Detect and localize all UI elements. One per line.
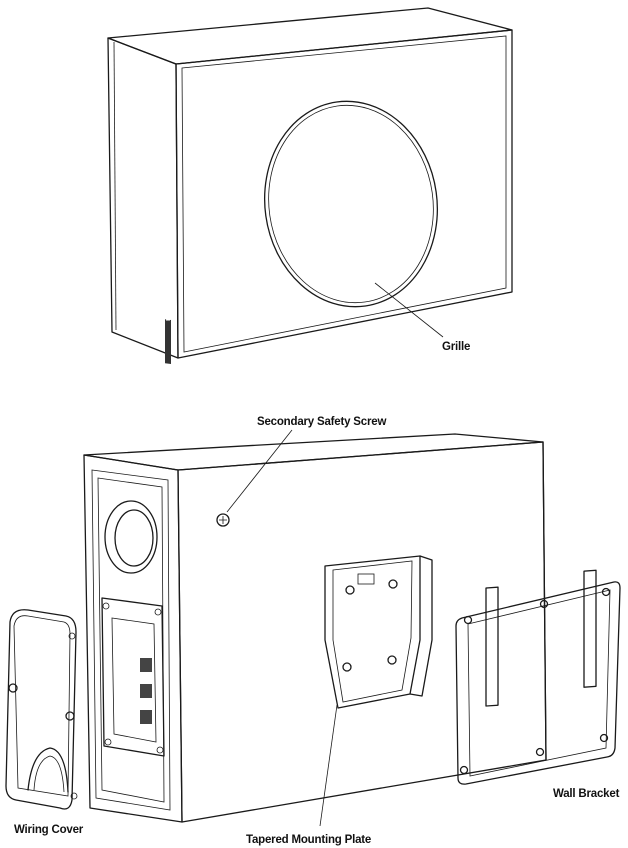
terminal-panel-inner	[111, 617, 157, 743]
terminal-screw	[154, 608, 162, 616]
rear-speaker-front-bezel-inner	[97, 477, 165, 803]
rear-speaker-front-face	[83, 454, 183, 823]
binding-post	[140, 684, 152, 698]
terminal-screw	[104, 738, 112, 746]
secondary-safety-screw-label: Secondary Safety Screw	[257, 416, 386, 428]
plate-slot	[357, 573, 375, 585]
speaker-front-bevel	[181, 35, 507, 353]
bracket-slot-left	[485, 586, 499, 707]
rear-speaker-top-face	[83, 433, 544, 471]
secondary-safety-screw-leader	[226, 429, 293, 513]
speaker-rear-view	[83, 433, 547, 823]
plate-screw	[388, 579, 398, 589]
rear-speaker-front-bezel	[91, 469, 171, 811]
grille-leader-line	[374, 282, 444, 338]
binding-post	[140, 710, 152, 724]
grille-circle-inner	[268, 104, 434, 304]
grille-label: Grille	[442, 341, 470, 353]
secondary-safety-screw	[216, 513, 230, 527]
tapered-mounting-plate	[324, 555, 433, 709]
rear-speaker-back-face	[177, 441, 547, 823]
grille-circle	[263, 100, 439, 308]
wiring-cover	[5, 609, 78, 810]
plate-screw	[342, 662, 352, 672]
wall-bracket-label: Wall Bracket	[553, 788, 620, 800]
terminal-screw	[156, 746, 164, 754]
speaker-side-edge	[113, 41, 117, 331]
speaker-front-face	[175, 29, 513, 359]
terminal-panel	[101, 597, 165, 757]
brand-logo-side	[165, 299, 171, 365]
wall-bracket	[455, 569, 621, 785]
tapered-mounting-plate-leader	[319, 704, 338, 827]
speaker-front-view	[107, 7, 513, 365]
binding-post	[140, 658, 152, 672]
tweeter-cone	[114, 509, 154, 567]
terminal-screw	[102, 602, 110, 610]
plate-screw	[387, 655, 397, 665]
plate-screw	[345, 585, 355, 595]
wiring-cover-label: Wiring Cover	[14, 824, 84, 836]
tweeter-ring	[104, 500, 158, 574]
bracket-slot-right	[583, 569, 597, 688]
tapered-mounting-plate-label: Tapered Mounting Plate	[246, 834, 371, 846]
